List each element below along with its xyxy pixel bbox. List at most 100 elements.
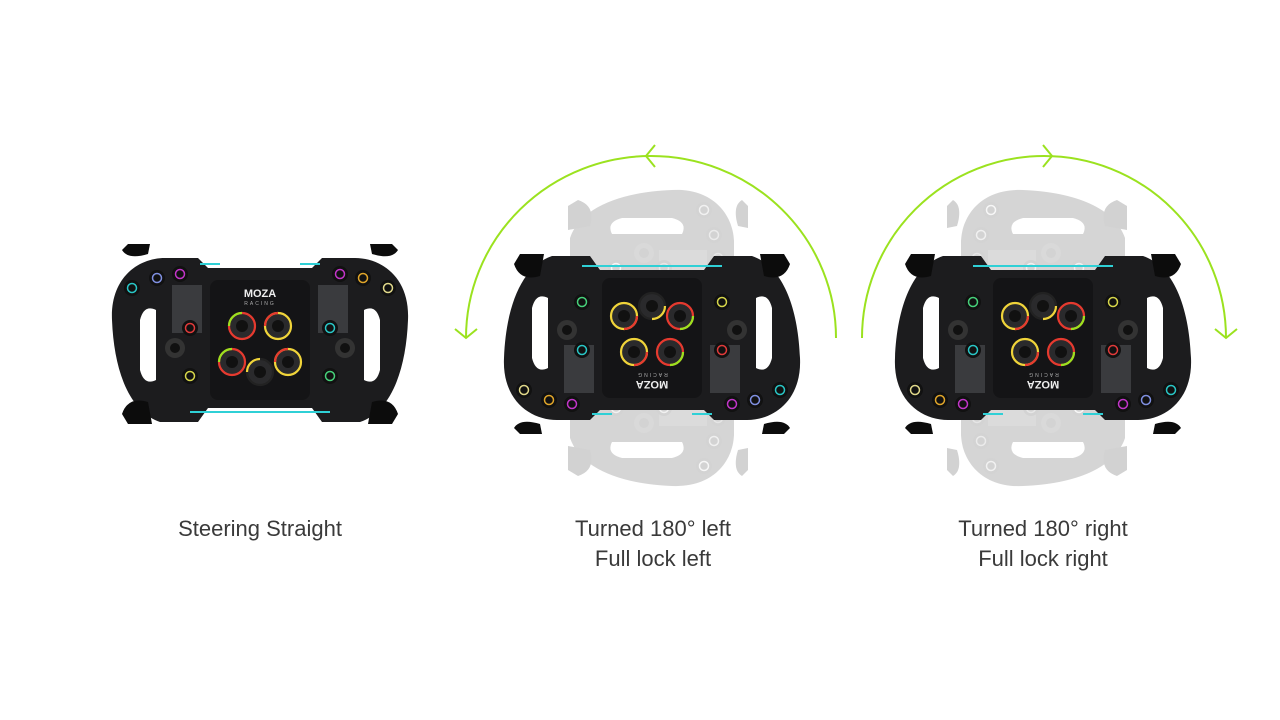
top-paddle (905, 421, 933, 434)
top-paddle (947, 448, 960, 476)
dial-ring (227, 311, 243, 327)
button-ring (726, 398, 738, 410)
button (724, 396, 740, 412)
dial-knob (1009, 310, 1021, 322)
counterclockwise-arc-arrow (465, 155, 837, 339)
thumb-encoder-knob (732, 325, 742, 335)
grip-opening (1147, 296, 1163, 370)
clockwise-arc-arrow (861, 155, 1227, 339)
caption-line-1: Steering Straight (178, 516, 342, 541)
button-ring (324, 322, 336, 334)
button-ring (324, 370, 336, 382)
button-pod (172, 285, 202, 333)
button (932, 392, 948, 408)
button (714, 342, 730, 358)
button-ring (934, 394, 946, 406)
shift-paddle (905, 254, 935, 278)
shift-paddle (568, 200, 592, 230)
dial-knob (236, 320, 248, 332)
arrowhead-stroke (644, 144, 656, 168)
grip-opening (923, 296, 939, 370)
button-pod (710, 345, 740, 393)
grip-opening (140, 308, 156, 382)
button (973, 227, 989, 243)
button (907, 382, 923, 398)
top-paddle (1153, 421, 1181, 434)
thumb-encoder-knob (562, 325, 572, 335)
shift-paddle (1151, 254, 1181, 278)
button (696, 458, 712, 474)
dial-ring (633, 351, 649, 367)
button-ring (957, 398, 969, 410)
button-ring (698, 204, 710, 216)
dial-ring (1060, 351, 1076, 367)
button-ring (909, 384, 921, 396)
button (322, 368, 338, 384)
button (955, 396, 971, 412)
dial-knob (1055, 346, 1067, 358)
dial-knob (1065, 310, 1077, 322)
arrowhead-icon (454, 328, 478, 340)
button-ring (975, 229, 987, 241)
button-ring (184, 322, 196, 334)
grip-opening (1011, 218, 1085, 234)
button (355, 270, 371, 286)
moza-logo: MOZA (1027, 378, 1059, 390)
dial-ring (217, 347, 233, 363)
button-ring (576, 296, 588, 308)
arrowhead-stroke (1042, 144, 1054, 168)
dial-knob (646, 300, 658, 312)
button (965, 294, 981, 310)
thumb-encoder-knob (1046, 418, 1056, 428)
caption-left: Turned 180° left Full lock left (503, 514, 803, 574)
button-ring (334, 268, 346, 280)
top-paddle (370, 244, 398, 257)
button (172, 266, 188, 282)
dial-ring (1042, 305, 1058, 321)
button-ring (698, 460, 710, 472)
button-pod (564, 345, 594, 393)
dial-knob (1037, 300, 1049, 312)
button (1105, 294, 1121, 310)
dial-knob (272, 320, 284, 332)
button-ring (1107, 296, 1119, 308)
shift-paddle (514, 254, 544, 278)
racing-logo: RACING (244, 301, 275, 307)
button-ring (357, 272, 369, 284)
button-ring (543, 394, 555, 406)
dial-knob (674, 310, 686, 322)
grip-opening (610, 442, 684, 458)
dial-knob (628, 346, 640, 358)
top-paddle (514, 421, 542, 434)
caption-right: Turned 180° right Full lock right (893, 514, 1193, 574)
button (574, 342, 590, 358)
top-paddle (122, 244, 150, 257)
arrowhead-stroke (1214, 328, 1238, 340)
button-ring (1165, 384, 1177, 396)
button-ring (184, 370, 196, 382)
button (1115, 396, 1131, 412)
dial-knob (226, 356, 238, 368)
button-ring (967, 296, 979, 308)
dial-knob (254, 366, 266, 378)
dial-ring (1070, 315, 1086, 331)
thumb-encoder-knob (639, 418, 649, 428)
button-ring (774, 384, 786, 396)
button-ring (967, 344, 979, 356)
dial-ring (679, 315, 695, 331)
button-ring (566, 398, 578, 410)
arrowhead-icon (1214, 328, 1238, 340)
thumb-encoder-knob (1123, 325, 1133, 335)
button-ring (1107, 344, 1119, 356)
button (973, 433, 989, 449)
button (965, 342, 981, 358)
caption-line-2: Full lock right (978, 546, 1108, 571)
shift-paddle (122, 400, 152, 424)
shift-paddle (368, 400, 398, 424)
button (380, 280, 396, 296)
button-ring (1117, 398, 1129, 410)
